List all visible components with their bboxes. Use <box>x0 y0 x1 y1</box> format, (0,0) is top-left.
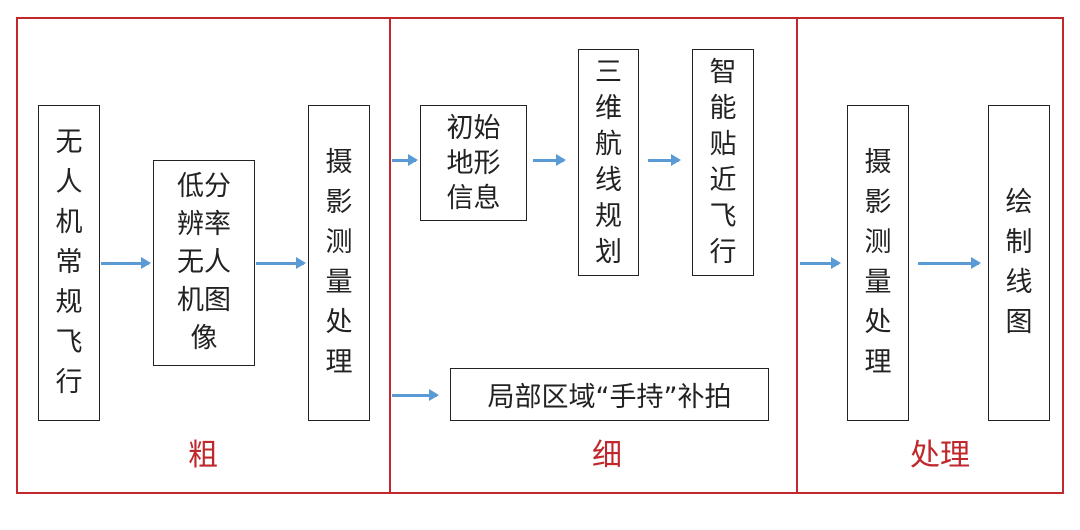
close-flight-box: 智能贴近飞行 <box>692 49 754 276</box>
box-text: 低分辨率无人机图像 <box>177 171 231 354</box>
draw-line-map-box: 绘制线图 <box>988 105 1050 421</box>
box-text: 无人机常规飞行 <box>55 127 83 398</box>
box-text: 绘制线图 <box>1005 187 1033 338</box>
arrow-icon <box>648 154 681 166</box>
section-label-fine: 细 <box>592 438 622 473</box>
arrow-icon <box>256 257 306 269</box>
arrow-icon <box>800 257 841 269</box>
handheld-supplement-box: 局部区域“手持”补拍 <box>450 368 769 421</box>
photogrammetry-box-1: 摄影测量处理 <box>308 105 370 421</box>
photogrammetry-box-2: 摄影测量处理 <box>847 105 909 421</box>
section-label-coarse: 粗 <box>188 438 218 473</box>
arrow-icon <box>392 154 418 166</box>
box-text: 三维航线规划 <box>595 56 622 268</box>
arrow-icon <box>918 257 981 269</box>
section-divider <box>796 17 798 492</box>
diagram-frame <box>16 17 1064 494</box>
arrow-icon <box>392 389 439 401</box>
section-label-processing: 处理 <box>910 438 970 473</box>
route-planning-box: 三维航线规划 <box>578 49 639 276</box>
arrow-icon <box>101 257 151 269</box>
box-text: 局部区域“手持”补拍 <box>487 382 732 413</box>
initial-terrain-box: 初始地形信息 <box>420 105 527 221</box>
arrow-icon <box>533 154 566 166</box>
box-text: 摄影测量处理 <box>864 147 892 378</box>
low-res-images-box: 低分辨率无人机图像 <box>153 160 255 366</box>
regular-flight-box: 无人机常规飞行 <box>38 105 100 421</box>
section-divider <box>389 17 391 492</box>
box-text: 智能贴近飞行 <box>709 56 737 268</box>
box-text: 初始地形信息 <box>446 112 501 214</box>
box-text: 摄影测量处理 <box>325 147 353 378</box>
